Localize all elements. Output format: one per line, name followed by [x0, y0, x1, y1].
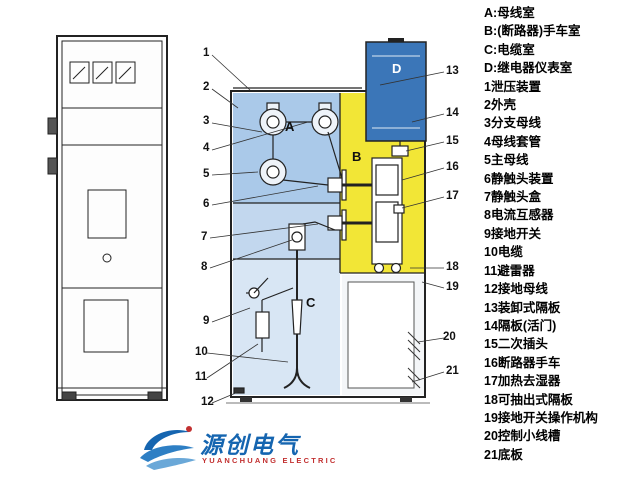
legend-part-5: 5主母线 [484, 153, 529, 168]
door-window [87, 189, 127, 239]
legend-part-16: 16断路器手车 [484, 355, 561, 370]
room-label-b: B [352, 149, 362, 164]
callout-5: 5 [203, 168, 210, 180]
legend-part-4: 4母线套管 [484, 134, 541, 149]
cabinet-handle [47, 117, 58, 135]
cabinet-front-view [47, 35, 168, 401]
heater [393, 204, 405, 214]
room-label-a: A [285, 119, 295, 134]
busbar-bushings [259, 102, 343, 186]
logo-name: 源创电气 [200, 432, 300, 458]
callout-13: 13 [446, 65, 459, 77]
callout-20: 20 [443, 331, 456, 343]
cable-room-components [233, 250, 311, 394]
cross-section-view [226, 38, 430, 404]
legend-part-8: 8电流互感器 [484, 208, 554, 223]
callout-16: 16 [446, 161, 459, 173]
legend-part-6: 6静触头装置 [484, 171, 554, 186]
room-mid-ct [233, 203, 340, 259]
legend-room-b: B:(断路器)手车室 [484, 24, 581, 39]
legend-part-18: 18可抽出式隔板 [484, 392, 573, 407]
callout-6: 6 [203, 198, 210, 210]
callout-15: 15 [446, 135, 459, 147]
legend-part-11: 11避雷器 [484, 263, 535, 278]
earth-busbar [233, 387, 245, 394]
callout-7: 7 [201, 231, 208, 243]
room-label-c: C [306, 295, 316, 310]
secondary-plug [391, 145, 409, 157]
surge-arrester [255, 311, 270, 339]
logo-subtitle: YUANCHUANG ELECTRIC [202, 456, 338, 465]
base-plate [226, 397, 430, 404]
brand-logo: 源创电气 YUANCHUANG ELECTRIC [132, 418, 335, 476]
legend-part-14: 14隔板(活门) [484, 318, 557, 333]
door-knob [102, 253, 112, 263]
room-label-d: D [392, 61, 402, 76]
callout-12: 12 [201, 396, 214, 408]
callout-9: 9 [203, 315, 210, 327]
lower-compartment [347, 281, 421, 389]
legend-part-1: 1泄压装置 [484, 79, 541, 94]
legend-part-21: 21底板 [484, 447, 523, 462]
legend-room-d: D:继电器仪表室 [484, 61, 573, 76]
callout-21: 21 [446, 365, 459, 377]
legend-part-17: 17加热去湿器 [484, 374, 561, 389]
panel-meters [69, 61, 136, 84]
circuit-breaker-handcart [342, 141, 409, 274]
callout-8: 8 [201, 261, 208, 273]
legend-part-10: 10电缆 [484, 245, 523, 260]
room-c-cable [233, 259, 340, 395]
legend: A:母线室 B:(断路器)手车室 C:电缆室 D:继电器仪表室 1泄压装置 2外… [484, 4, 638, 464]
legend-room-a: A:母线室 [484, 6, 535, 20]
lower-door-window [83, 299, 129, 353]
legend-room-c: C:电缆室 [484, 42, 535, 57]
callout-10: 10 [195, 346, 208, 358]
legend-part-19: 19接地开关操作机构 [484, 410, 598, 425]
legend-part-3: 3分支母线 [484, 116, 541, 131]
legend-part-2: 2外壳 [484, 98, 516, 113]
legend-part-13: 13装卸式隔板 [484, 300, 561, 315]
callout-3: 3 [203, 115, 210, 127]
callout-17: 17 [446, 190, 459, 202]
legend-part-12: 12接地母线 [484, 282, 548, 297]
callout-2: 2 [203, 81, 210, 93]
callout-11: 11 [195, 371, 208, 383]
logo-wave-icon [140, 426, 196, 470]
callout-18: 18 [446, 261, 459, 273]
callout-19: 19 [446, 281, 459, 293]
callout-14: 14 [446, 107, 459, 119]
callout-1: 1 [203, 47, 210, 59]
leader-lines [206, 54, 445, 404]
cabinet-handle [47, 157, 58, 175]
legend-part-15: 15二次插头 [484, 337, 548, 352]
callout-4: 4 [203, 142, 210, 154]
legend-part-9: 9接地开关 [484, 226, 541, 241]
legend-part-7: 7静触头盒 [484, 190, 541, 205]
instrument-room-d [365, 38, 427, 142]
legend-part-20: 20控制小线槽 [484, 429, 561, 444]
